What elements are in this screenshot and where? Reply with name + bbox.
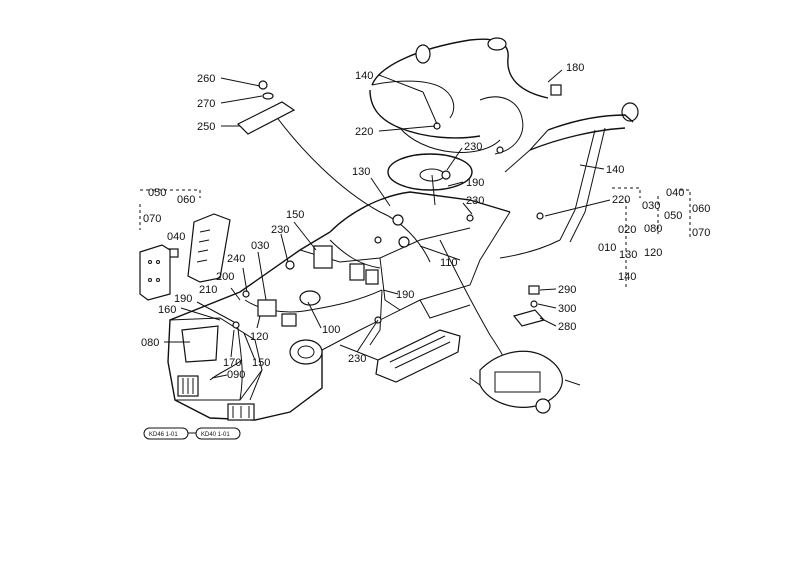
callout-190-mid: 190	[466, 177, 484, 189]
callout-230-mid: 230	[466, 195, 484, 207]
group-060-right: 060	[692, 203, 710, 215]
group-040-right: 040	[666, 187, 684, 199]
group-010: 010	[598, 242, 616, 254]
ref-caption-1: KD46 1-01	[149, 432, 178, 438]
callout-150-bottom: 150	[252, 357, 270, 369]
callout-270: 270	[197, 98, 215, 110]
group-070-left: 070	[143, 213, 161, 225]
callout-200: 200	[216, 271, 234, 283]
callout-260: 260	[197, 73, 215, 85]
group-050-right: 050	[664, 210, 682, 222]
callout-160: 160	[158, 304, 176, 316]
group-130-right: 130	[619, 249, 637, 261]
right-group-index: 010 030 020 080 130 120 140 040 050 060 …	[598, 187, 710, 283]
callout-280: 280	[558, 321, 576, 333]
group-080-right: 080	[644, 223, 662, 235]
callout-140-top: 140	[355, 70, 373, 82]
group-120-right: 120	[644, 247, 662, 259]
left-group-index: 050 060 070 040	[143, 187, 195, 243]
group-040-left: 040	[167, 231, 185, 243]
group-070-right: 070	[692, 227, 710, 239]
callout-240: 240	[227, 253, 245, 265]
diagram-artwork	[139, 37, 691, 421]
ref-caption-2: KD40 1-01	[201, 432, 230, 438]
callout-290: 290	[558, 284, 576, 296]
ref-stamp-2	[195, 427, 241, 440]
callout-090: 090	[227, 369, 245, 381]
callout-110: 110	[440, 257, 458, 269]
group-030-right: 030	[642, 200, 660, 212]
callout-030: 030	[251, 240, 269, 252]
callout-230-bottom: 230	[348, 353, 366, 365]
callout-210: 210	[199, 284, 217, 296]
callout-080: 080	[141, 337, 159, 349]
leader-lines	[164, 69, 611, 379]
callout-labels: 260 270 250 140 180 220 230 140 130 190 …	[141, 62, 630, 381]
group-140-right: 140	[618, 271, 636, 283]
callout-190-right: 190	[396, 289, 414, 301]
callout-120: 120	[250, 331, 268, 343]
group-060-left: 060	[177, 194, 195, 206]
callout-180: 180	[566, 62, 584, 74]
reference-captions: KD46 1-01 KD40 1-01	[143, 427, 241, 440]
callout-140-right: 140	[606, 164, 624, 176]
callout-190-left: 190	[174, 293, 192, 305]
group-020: 020	[618, 224, 636, 236]
group-050-left: 050	[148, 187, 166, 199]
callout-300: 300	[558, 303, 576, 315]
callout-100: 100	[322, 324, 340, 336]
callout-220-top: 220	[355, 126, 373, 138]
callout-130: 130	[352, 166, 370, 178]
callout-230-wheel: 230	[464, 141, 482, 153]
callout-170: 170	[223, 357, 241, 369]
callout-230-left: 230	[271, 224, 289, 236]
callout-150-top: 150	[286, 209, 304, 221]
callout-250: 250	[197, 121, 215, 133]
callout-220-right: 220	[612, 194, 630, 206]
